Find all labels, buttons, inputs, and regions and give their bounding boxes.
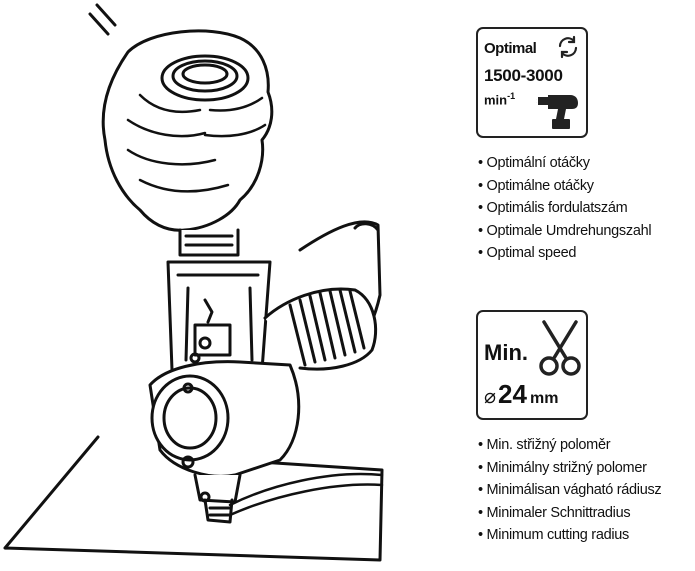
list-item: Minimálisan vágható rádiusz xyxy=(478,479,662,502)
coupling xyxy=(178,228,240,257)
rotate-arrows-icon xyxy=(558,35,578,59)
list-item: Optimální otáčky xyxy=(478,152,651,175)
list-item: Optimális fordulatszám xyxy=(478,197,651,220)
threaded-collar xyxy=(263,287,378,371)
speed-range: 1500-3000 xyxy=(484,66,563,85)
list-item: Optimálne otáčky xyxy=(478,175,651,198)
motion-lines xyxy=(88,3,117,36)
list-item: Optimale Umdrehungszahl xyxy=(478,220,652,243)
optimal-speed-badge: Optimal 1500-3000 min-1 xyxy=(476,27,588,138)
list-item: Minimálny strižný polomer xyxy=(478,457,661,480)
metal-sheet xyxy=(3,435,384,562)
speed-title: Optimal xyxy=(484,40,537,57)
list-item: Optimal speed xyxy=(478,242,651,265)
list-item: Minimum cutting radius xyxy=(478,524,661,547)
nibbler-illustration xyxy=(3,3,384,562)
radius-label: Min. xyxy=(484,340,528,365)
min-radius-list: Min. střižný poloměr Minimálny strižný p… xyxy=(478,434,662,547)
list-item: Minimaler Schnittradius xyxy=(478,502,661,525)
scissors-icon xyxy=(539,320,581,376)
punch xyxy=(193,473,242,504)
drill-icon xyxy=(536,95,578,129)
cut-line xyxy=(228,472,384,517)
speed-unit: min-1 xyxy=(484,91,516,108)
optimal-speed-list: Optimální otáčky Optimálne otáčky Optimá… xyxy=(478,152,652,265)
top-cap xyxy=(160,54,250,102)
list-item: Min. střižný poloměr xyxy=(478,434,661,457)
